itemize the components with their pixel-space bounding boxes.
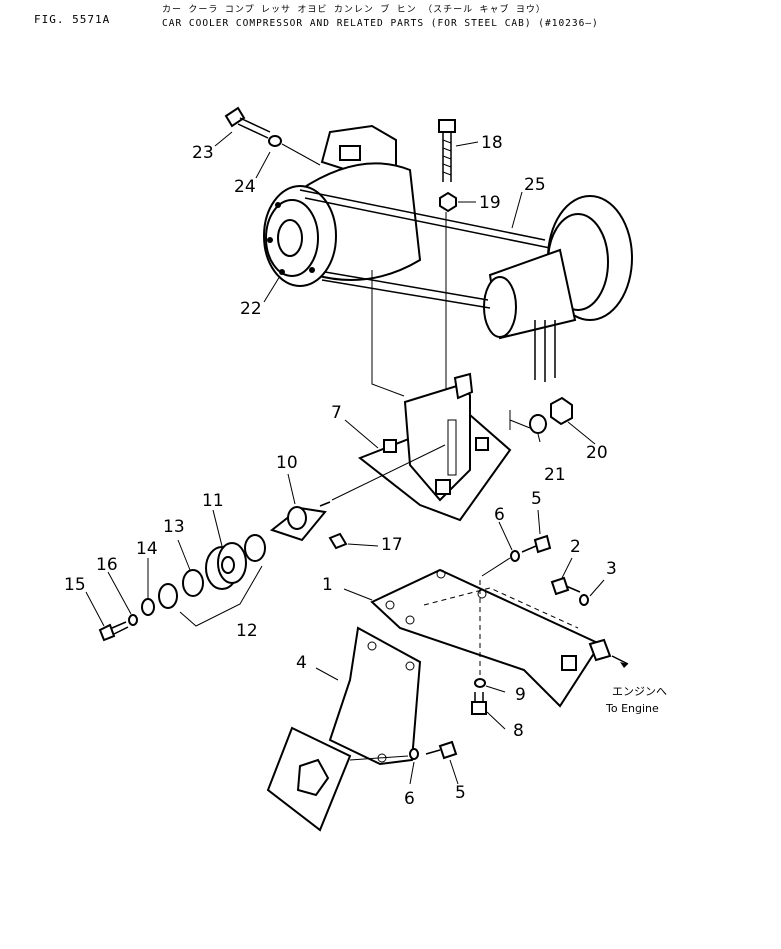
v-belt [299,189,551,309]
bolt-5-upper [521,534,552,554]
callout-20: 20 [586,443,608,463]
engine-note-en: To Engine [605,702,659,715]
leader-23-24 [281,143,321,166]
bearing-12a [244,534,266,562]
title-english: CAR COOLER COMPRESSOR AND RELATED PARTS … [162,18,599,29]
callout-7: 7 [331,403,342,423]
callout-9: 9 [515,685,526,705]
washer-6-upper [510,550,520,562]
bolt-8 [471,692,487,715]
callout-14: 14 [136,539,158,559]
figure-number: FIG. 5571A [34,13,111,26]
callout-15: 15 [64,575,86,595]
bolt-15 [98,621,129,642]
callout-25: 25 [524,175,546,195]
washer-6-lower [409,748,419,760]
bracket-line-12 [179,565,263,627]
callout-4: 4 [296,653,307,673]
bolt-5-lower [425,740,458,760]
leader-lines [85,131,605,785]
washer-24 [268,135,282,147]
callout-numbers: 23 24 18 19 25 22 7 10 11 13 14 16 15 12… [64,133,617,809]
callout-8: 8 [513,721,524,741]
callout-19: 19 [479,193,501,213]
callout-10: 10 [276,453,298,473]
bearing-12b [158,583,178,609]
seal-13 [182,569,204,597]
washer-3 [579,594,589,606]
washer-14 [141,598,155,616]
crank-pulley [483,195,633,382]
callout-11: 11 [202,491,224,511]
callout-5-upper: 5 [531,489,542,509]
callout-1: 1 [322,575,333,595]
washer-21 [529,414,547,434]
leader-5-bracket [349,755,409,761]
idler-pulley-11 [205,542,247,590]
washer-9 [474,678,486,688]
compressor [263,124,422,287]
engine-arrow [611,655,629,665]
bracket-4 [328,626,422,766]
callout-13: 13 [163,517,185,537]
callout-5-lower: 5 [455,783,466,803]
screw-17 [328,532,348,550]
callout-18: 18 [481,133,503,153]
callout-6-upper: 6 [494,505,505,525]
callout-21: 21 [544,465,566,485]
plate-1 [370,568,612,708]
bolt-18 [438,119,456,182]
bolt-23 [224,106,271,139]
leader-compressor-bracket [371,270,405,397]
callout-24: 24 [234,177,256,197]
leader-bracket-washer [509,410,531,430]
idler-shaft-10 [269,444,446,542]
callout-12: 12 [236,621,258,641]
callout-2: 2 [570,537,581,557]
figure-header: FIG. 5571A カー クーラ コンプ レッサ オヨビ カンレン ブ ヒン … [0,0,781,40]
engine-note-jp: エンジンへ [612,685,667,698]
bracket-7 [358,372,512,522]
callout-6-lower: 6 [404,789,415,809]
callout-16: 16 [96,555,118,575]
callout-23: 23 [192,143,214,163]
washer-16 [128,614,138,626]
callout-17: 17 [381,535,403,555]
callout-3: 3 [606,559,617,579]
nut-20 [550,396,573,426]
title-japanese: カー クーラ コンプ レッサ オヨビ カンレン ブ ヒン （スチール キャブ ヨ… [162,5,546,15]
mount-plate [266,726,352,832]
leader-5-plate [481,557,511,577]
bolt-2 [550,576,581,596]
nut-19 [439,191,457,213]
callout-22: 22 [240,299,262,319]
